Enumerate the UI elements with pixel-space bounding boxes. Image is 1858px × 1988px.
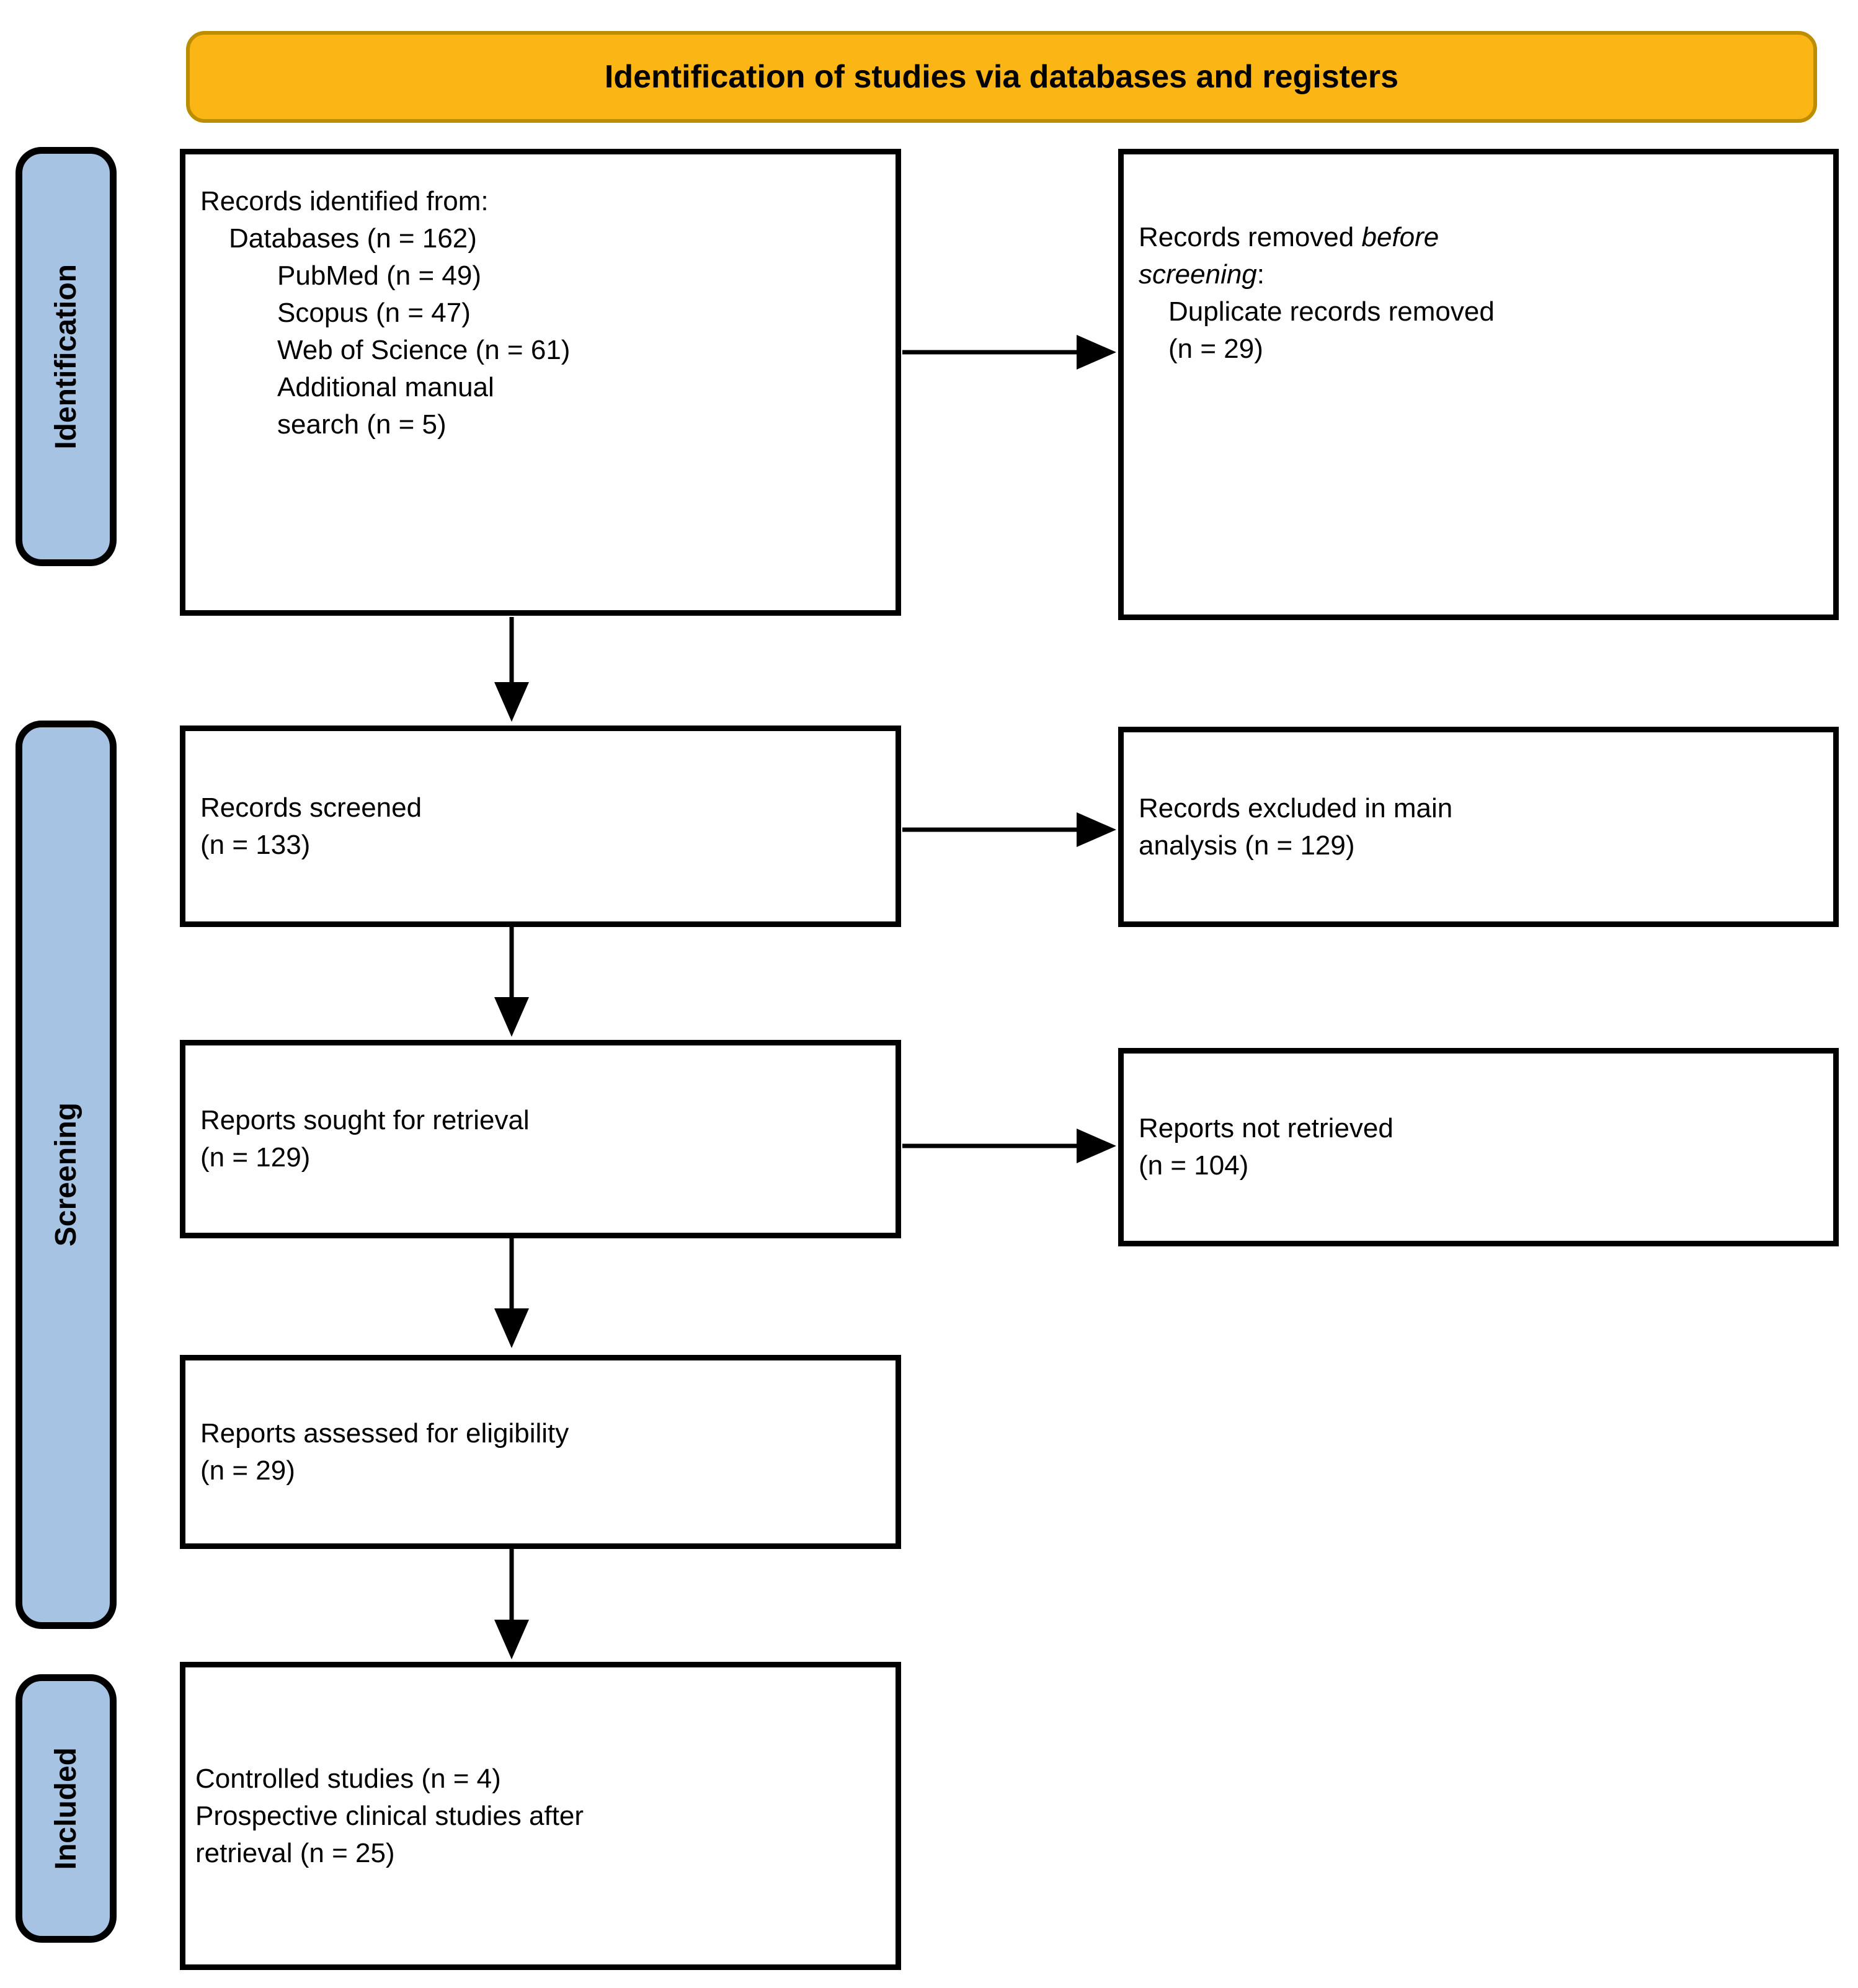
arrow-screened-to-sought <box>494 927 529 1037</box>
box-text-line: screening: <box>1139 256 1822 293</box>
box-text-line: Reports not retrieved <box>1139 1113 1394 1143</box>
box-records-removed: Records removed before screening: Duplic… <box>1118 149 1839 620</box>
box-text-line: Databases (n = 162) <box>229 223 477 254</box>
box-text-line: Duplicate records removed <box>1168 296 1495 327</box>
arrow-identified-to-removed <box>902 335 1116 370</box>
arrow-assessed-to-included <box>494 1549 529 1659</box>
stage-label-screening: Screening <box>16 721 117 1629</box>
stage-label-included-text: Included <box>50 1747 82 1870</box>
box-reports-sought: Reports sought for retrieval (n = 129) <box>180 1040 901 1238</box>
box-text-line: Records screened <box>200 792 422 823</box>
box-text-line: Web of Science (n = 61) <box>277 335 571 365</box>
box-reports-assessed: Reports assessed for eligibility (n = 29… <box>180 1355 901 1549</box>
arrow-identified-to-screened <box>494 617 529 722</box>
box-text-line: Records excluded in main <box>1139 792 1453 823</box>
box-text-segment: Records removed <box>1139 222 1362 252</box>
banner-title: Identification of studies via databases … <box>186 31 1817 123</box>
box-text-line: Records removed before <box>1139 219 1822 256</box>
box-text-line: retrieval (n = 25) <box>195 1837 395 1868</box>
box-text-line: analysis (n = 129) <box>1139 830 1355 861</box>
arrow-sought-to-assessed <box>494 1238 529 1348</box>
box-text-line: Prospective clinical studies after <box>195 1800 584 1831</box>
box-text-line: (n = 133) <box>200 829 311 860</box>
stage-label-identification-text: Identification <box>50 264 82 450</box>
stage-label-screening-text: Screening <box>50 1103 82 1247</box>
stage-label-identification: Identification <box>16 147 117 566</box>
box-text-line: (n = 104) <box>1139 1150 1249 1181</box>
box-records-excluded: Records excluded in main analysis (n = 1… <box>1118 727 1839 927</box>
box-text-line: (n = 29) <box>1168 334 1263 364</box>
box-text-line: Controlled studies (n = 4) <box>195 1763 501 1794</box>
box-text-line: Records identified from: <box>200 186 489 216</box>
box-text-line: (n = 129) <box>200 1142 311 1173</box>
box-text-line: PubMed (n = 49) <box>277 260 481 291</box>
box-reports-not-retrieved: Reports not retrieved (n = 104) <box>1118 1048 1839 1246</box>
box-records-identified: Records identified from: Databases (n = … <box>180 149 901 616</box>
arrow-sought-to-notretrieved <box>902 1129 1116 1163</box>
box-text-line: Reports sought for retrieval <box>200 1105 530 1135</box>
box-text-segment-italic: screening <box>1139 259 1257 290</box>
box-text-segment: : <box>1256 259 1265 290</box>
box-included-studies: Controlled studies (n = 4) Prospective c… <box>180 1662 901 1970</box>
box-text-line: Reports assessed for eligibility <box>200 1418 569 1449</box>
box-text-line: (n = 29) <box>200 1455 295 1486</box>
arrow-screened-to-excluded <box>902 812 1116 847</box>
stage-label-included: Included <box>16 1674 117 1943</box>
box-text-line: Additional manual <box>277 372 494 402</box>
box-text-line: search (n = 5) <box>277 409 447 440</box>
box-records-screened: Records screened (n = 133) <box>180 726 901 927</box>
banner-title-text: Identification of studies via databases … <box>604 59 1399 95</box>
box-text-segment-italic: before <box>1361 222 1439 252</box>
box-text-line: Scopus (n = 47) <box>277 298 471 328</box>
